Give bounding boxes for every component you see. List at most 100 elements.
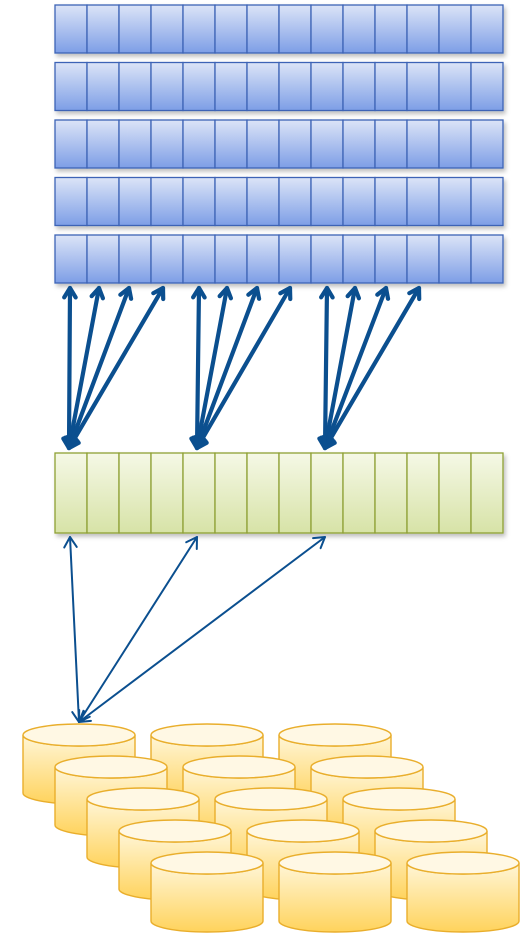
middle-cell <box>342 452 376 534</box>
top-cell <box>438 4 472 54</box>
thin-arrow-group <box>63 536 326 723</box>
top-cell <box>470 234 504 284</box>
top-row <box>54 4 504 54</box>
middle-cell <box>470 452 504 534</box>
top-cell <box>54 4 88 54</box>
top-cell <box>310 61 344 112</box>
top-cell <box>86 61 120 112</box>
top-cell <box>214 176 248 227</box>
top-cell <box>246 176 280 227</box>
top-cell <box>150 176 184 227</box>
middle-memory-layer <box>54 452 504 534</box>
top-cell <box>54 234 88 284</box>
top-cell <box>470 4 504 54</box>
middle-row <box>54 452 504 534</box>
top-cell <box>150 4 184 54</box>
storage-disk-layer <box>22 723 520 933</box>
top-cell <box>342 119 376 169</box>
top-cell <box>86 4 120 54</box>
top-cell <box>310 176 344 227</box>
top-cell <box>54 61 88 112</box>
top-cell <box>278 4 312 54</box>
top-cell <box>342 234 376 284</box>
top-cell <box>438 176 472 227</box>
top-cell <box>54 119 88 169</box>
storage-cylinder <box>406 851 520 933</box>
top-cell <box>182 234 216 284</box>
top-cell <box>150 234 184 284</box>
top-cell <box>86 234 120 284</box>
top-cell <box>438 234 472 284</box>
thick-arrow <box>320 285 391 451</box>
top-cell <box>54 176 88 227</box>
top-cell <box>470 61 504 112</box>
middle-cell <box>150 452 184 534</box>
top-cell <box>214 61 248 112</box>
top-cell <box>118 234 152 284</box>
middle-cell <box>438 452 472 534</box>
top-cell <box>118 119 152 169</box>
top-cell <box>406 176 440 227</box>
middle-cell <box>374 452 408 534</box>
middle-cell <box>54 452 88 534</box>
top-cell <box>310 119 344 169</box>
top-cell <box>246 61 280 112</box>
storage-cylinder <box>150 851 264 933</box>
top-cell <box>438 119 472 169</box>
top-cell <box>182 61 216 112</box>
thick-arrow <box>194 285 293 451</box>
thick-arrow <box>192 285 262 451</box>
top-cell <box>150 119 184 169</box>
top-row <box>54 61 504 112</box>
top-cell <box>438 61 472 112</box>
storage-cylinder <box>278 851 392 933</box>
top-cell <box>214 4 248 54</box>
top-cell <box>278 61 312 112</box>
top-memory-layer <box>54 4 504 284</box>
top-cell <box>406 4 440 54</box>
middle-cell <box>86 452 120 534</box>
top-cell <box>374 234 408 284</box>
middle-cell <box>310 452 344 534</box>
top-cell <box>118 61 152 112</box>
top-cell <box>470 119 504 169</box>
top-row <box>54 119 504 169</box>
top-cell <box>278 176 312 227</box>
middle-cell <box>278 452 312 534</box>
middle-cell <box>406 452 440 534</box>
thin-arrow <box>63 536 86 723</box>
top-cell <box>118 176 152 227</box>
thick-arrow <box>322 285 422 451</box>
top-cell <box>118 4 152 54</box>
middle-cell <box>246 452 280 534</box>
top-cell <box>406 119 440 169</box>
middle-cell <box>182 452 216 534</box>
thin-arrow <box>78 536 198 723</box>
middle-cell <box>214 452 248 534</box>
top-row <box>54 176 504 227</box>
top-cell <box>342 61 376 112</box>
thick-arrow-group <box>61 285 422 451</box>
top-cell <box>150 61 184 112</box>
top-row <box>54 234 504 284</box>
top-cell <box>406 61 440 112</box>
top-cell <box>310 4 344 54</box>
top-cell <box>374 61 408 112</box>
top-cell <box>470 176 504 227</box>
top-cell <box>310 234 344 284</box>
thick-arrow <box>64 285 134 451</box>
top-cell <box>374 119 408 169</box>
middle-cell <box>118 452 152 534</box>
thick-arrow <box>66 285 166 451</box>
top-cell <box>182 4 216 54</box>
top-cell <box>182 176 216 227</box>
top-cell <box>86 119 120 169</box>
top-cell <box>214 119 248 169</box>
top-cell <box>246 119 280 169</box>
thin-arrow <box>78 536 326 723</box>
top-cell <box>374 4 408 54</box>
top-cell <box>278 234 312 284</box>
top-cell <box>246 4 280 54</box>
top-cell <box>342 4 376 54</box>
